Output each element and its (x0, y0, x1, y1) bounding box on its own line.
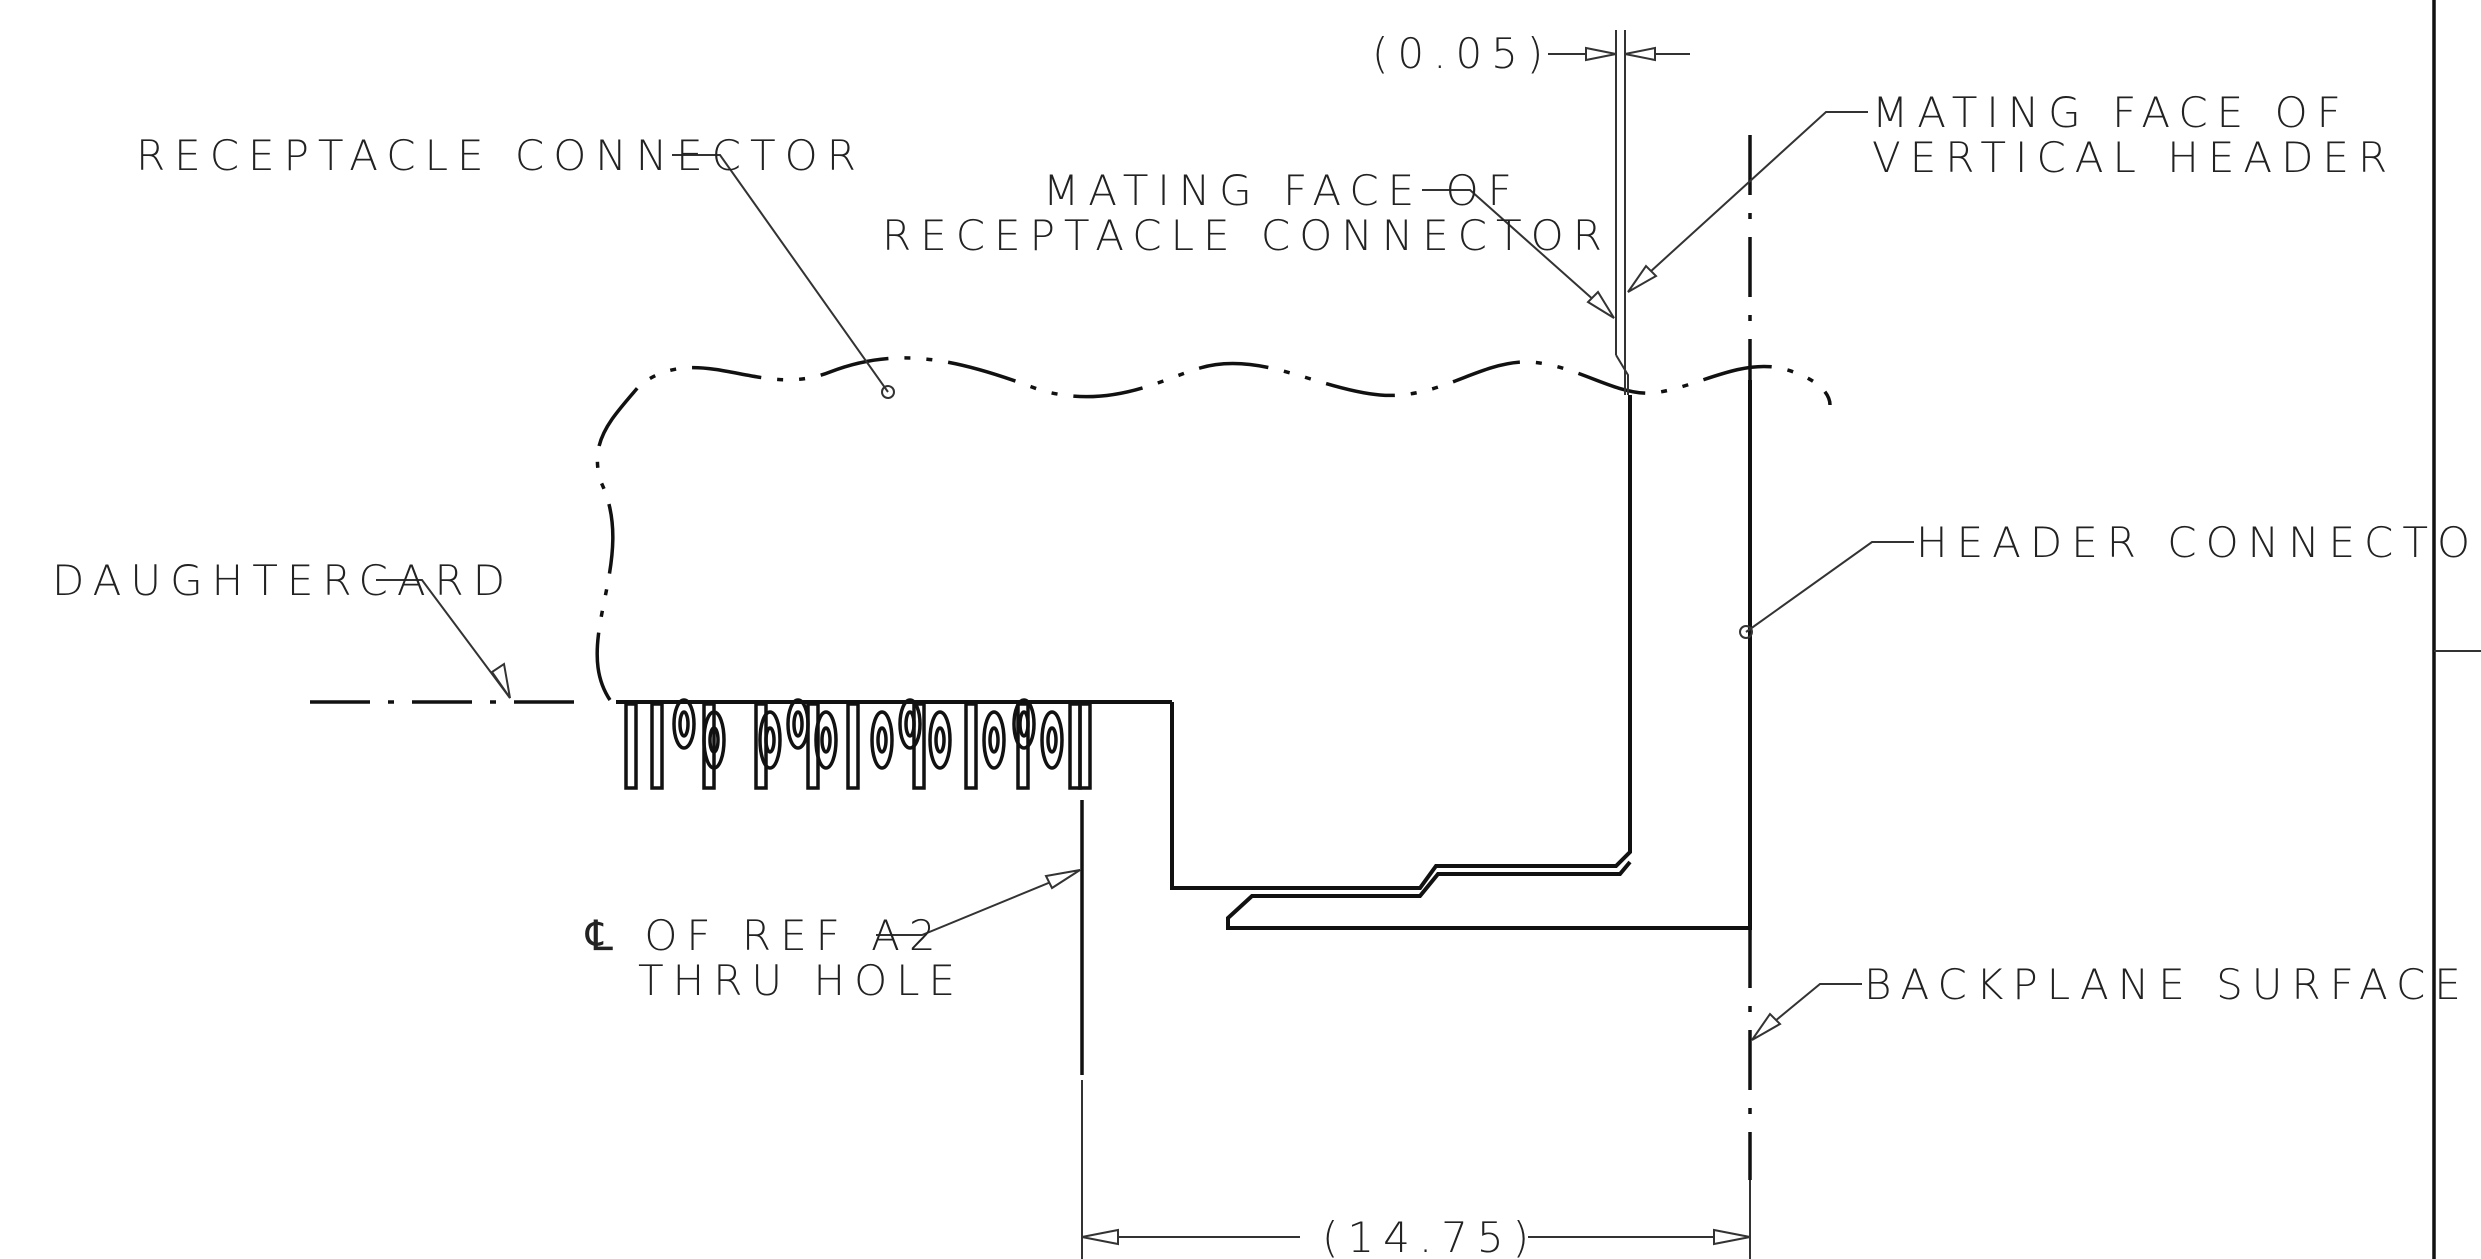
pin-eye (1018, 710, 1030, 738)
daughtercard-callout: DAUGHTERCARD (52, 556, 514, 699)
gap-dimension: (0.05) (1372, 29, 1690, 78)
pin-eye (792, 710, 804, 738)
mating-face-receptacle-callout: MATING FACE OF RECEPTACLE CONNECTOR (882, 166, 1615, 319)
receptacle-connector-callout: RECEPTACLE CONNECTOR (136, 131, 895, 399)
mating-face-header-callout: MATING FACE OF VERTICAL HEADER (1627, 88, 2396, 293)
header-connector-callout: HEADER CONNECTOR (1739, 518, 2481, 639)
gap-dimension-text: (0.05) (1372, 29, 1552, 78)
pin-eye (814, 710, 838, 770)
pin-eye (758, 710, 782, 770)
offset-dimension-text: (14.75) (1322, 1213, 1538, 1259)
pin-eye (702, 710, 726, 770)
pin-eye (870, 710, 894, 770)
pin (624, 702, 638, 790)
pin-eye (988, 726, 1000, 754)
mating-face-receptacle-label-1: MATING FACE OF (1043, 166, 1521, 215)
mating-face-jog (1615, 354, 1629, 395)
pin (846, 702, 860, 790)
mating-face-receptacle-label-2: RECEPTACLE CONNECTOR (882, 211, 1611, 260)
backplane-surface-label: BACKPLANE SURFACE (1864, 960, 2470, 1009)
offset-dimension: (14.75) (1081, 1080, 1751, 1259)
header-body (1226, 380, 1752, 930)
pin-eye (928, 710, 952, 770)
pin-eye (934, 726, 946, 754)
daughtercard-label: DAUGHTERCARD (52, 556, 514, 605)
pin-eye (764, 726, 776, 754)
mating-face-header-label-2: VERTICAL HEADER (1872, 133, 2396, 182)
pin (964, 702, 978, 790)
mating-face-header-label-1: MATING FACE OF (1872, 88, 2350, 137)
pin-eye (898, 698, 922, 750)
pin (1078, 702, 1092, 790)
backplane-surface-callout: BACKPLANE SURFACE (1751, 960, 2470, 1041)
pin-eye (1046, 726, 1058, 754)
press-fit-pins (624, 698, 1092, 790)
pin (806, 702, 820, 790)
pin-eye (820, 726, 832, 754)
pin-eye (708, 726, 720, 754)
pin-eye (786, 698, 810, 750)
ref-hole-callout: ℄ OF REF A2 THRU HOLE (585, 869, 1081, 1005)
pin-eye (904, 710, 916, 738)
pin-eye (1012, 698, 1036, 750)
receptacle-body (1170, 395, 1632, 890)
receptacle-connector-label: RECEPTACLE CONNECTOR (136, 131, 865, 180)
header-connector-label: HEADER CONNECTOR (1916, 518, 2481, 567)
pin-eye (1040, 710, 1064, 770)
pin-eye (678, 710, 690, 738)
pin-eye (672, 698, 696, 750)
pin (650, 702, 664, 790)
pin-eye (982, 710, 1006, 770)
pin-eye (876, 726, 888, 754)
ref-hole-label-1: ℄ OF REF A2 (585, 911, 945, 960)
ref-hole-label-2: THRU HOLE (638, 956, 964, 1005)
receptacle-connector-outline (595, 356, 1832, 701)
